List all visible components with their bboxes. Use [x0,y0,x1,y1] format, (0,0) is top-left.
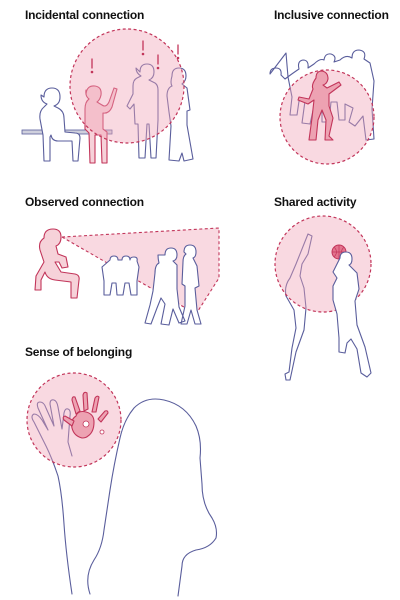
seated-person-highlighted [84,85,118,164]
title-incidental-connection: Incidental connection [25,8,145,22]
observer-person [34,228,80,299]
standing-woman-outline [166,67,194,162]
shooter-player [332,251,372,378]
seated-person-outline [39,87,81,162]
title-inclusive-connection: Inclusive connection [274,8,389,22]
incidental-connection-illustration [21,28,194,164]
exclamation-marks [90,40,180,74]
woman-raised-arm [31,399,73,595]
walking-couple-outline [144,244,202,326]
observed-connection-illustration [34,227,220,326]
distant-group-outline [101,255,140,296]
defender-outline [284,233,313,381]
connection-circle [69,28,185,144]
line-of-sight-cone [60,227,220,315]
title-observed-connection: Observed connection [25,195,144,209]
sense-of-belonging-illustration [26,372,218,597]
shared-activity-illustration [274,215,372,381]
woman-hair-silhouette [87,398,218,597]
standing-man-outline [126,63,159,159]
title-sense-of-belonging: Sense of belonging [25,345,133,359]
inclusive-connection-illustration [269,49,375,165]
basketball-seams [332,245,346,259]
central-child [297,70,342,141]
title-shared-activity: Shared activity [274,195,357,209]
handprint-icon [62,391,109,439]
